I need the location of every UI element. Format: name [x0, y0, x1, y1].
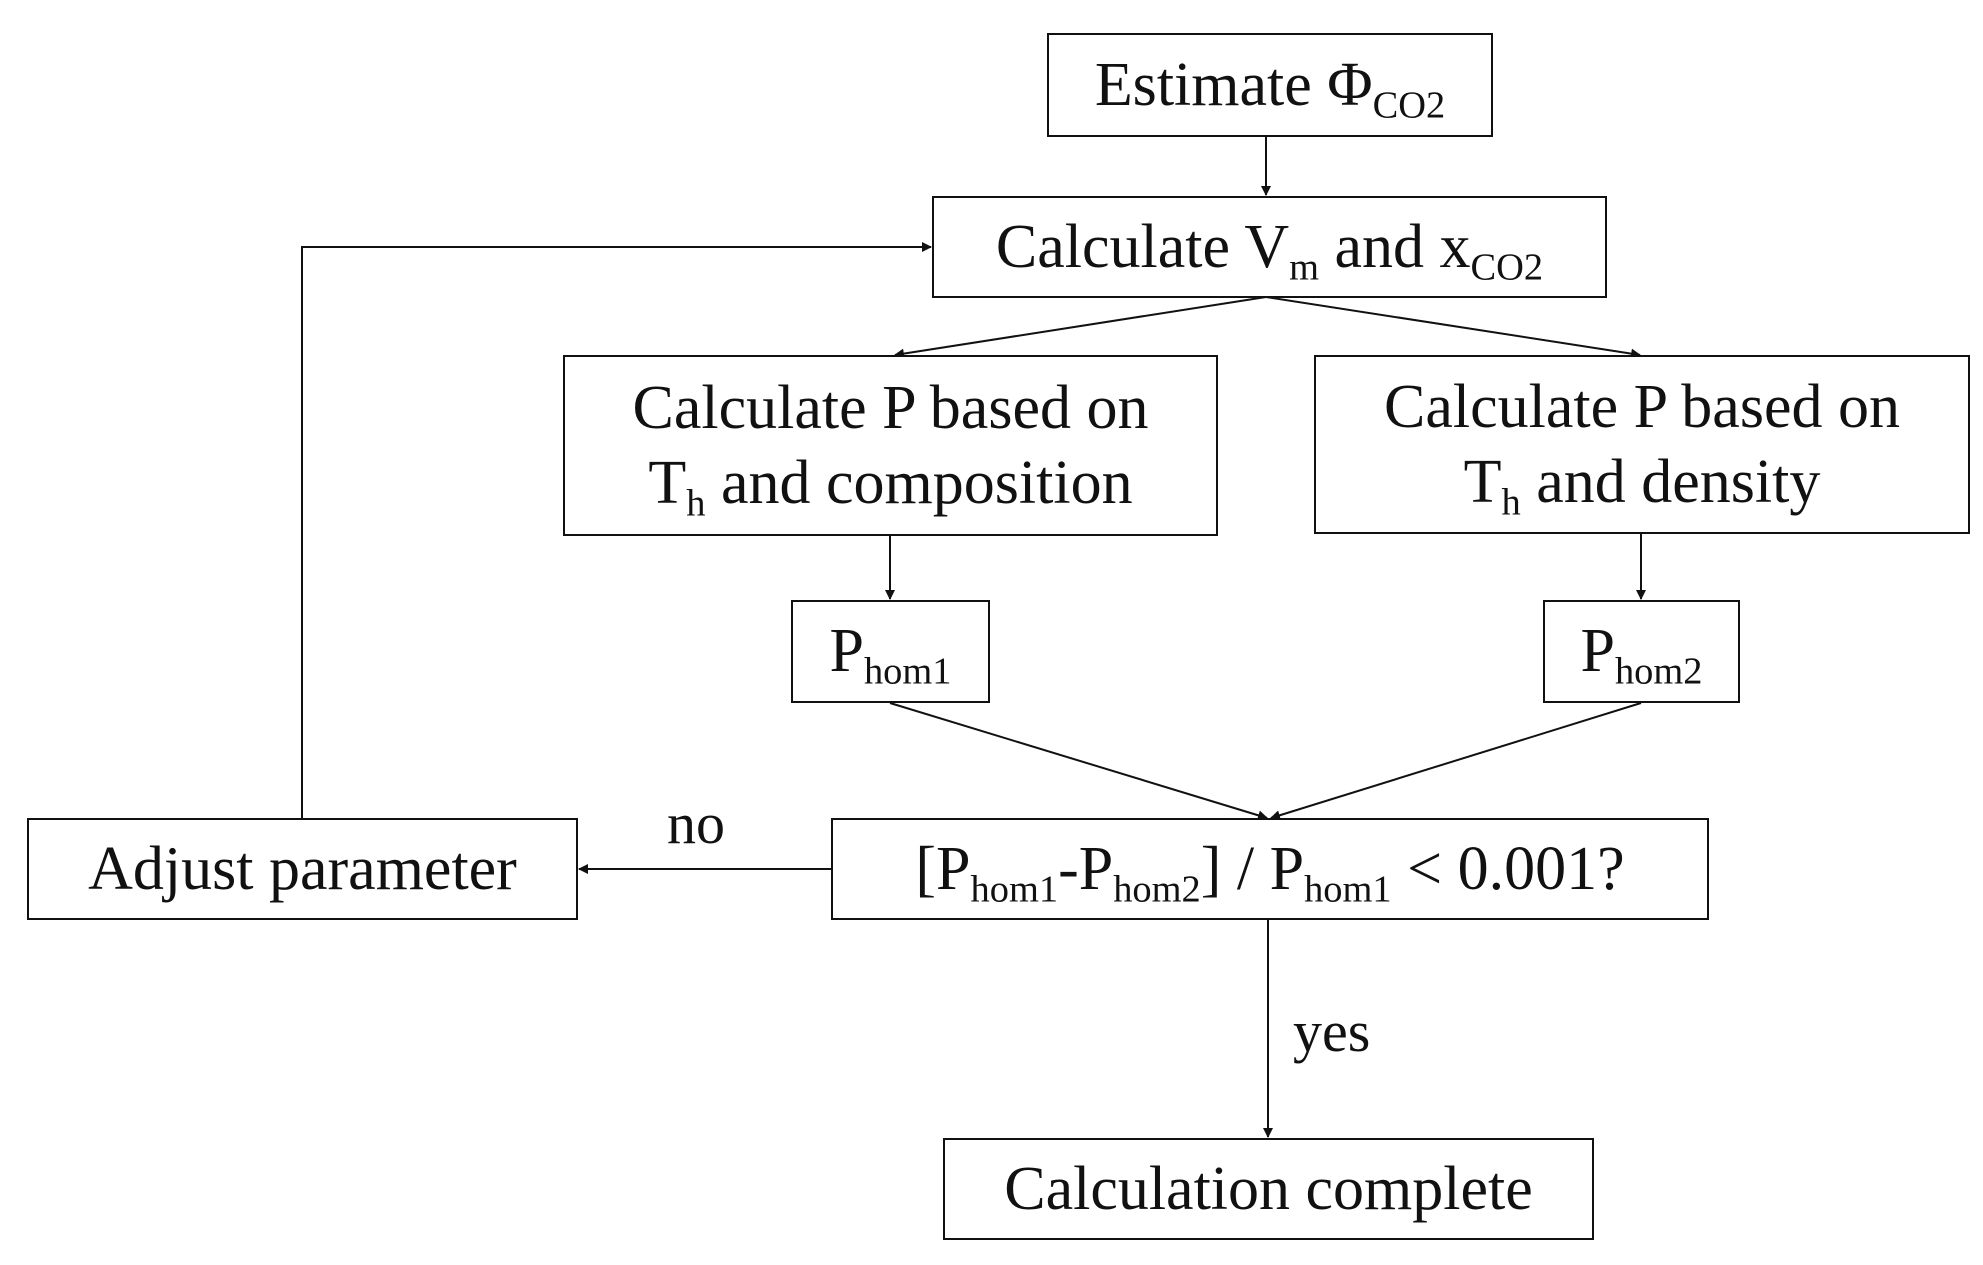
decision-s1: hom1	[970, 868, 1059, 911]
estimate-label: Estimate Φ	[1094, 50, 1373, 119]
no-label: no	[667, 791, 725, 856]
arrow-calc-vm-to-calc-p1	[894, 296, 1267, 359]
arrow-calc-vm-to-calc-p2	[1265, 296, 1641, 359]
calc-p2-sub: h	[1501, 480, 1521, 523]
calc-vm-box: Calculate Vm and xCO2	[932, 196, 1607, 298]
decision-p2: -P	[1058, 834, 1114, 903]
decision-p4: < 0.001?	[1391, 834, 1625, 903]
phom1-label: P	[829, 617, 864, 686]
decision-box: [Phom1-Phom2] / Phom1 < 0.001?	[831, 818, 1709, 920]
complete-label: Calculation complete	[1004, 1154, 1533, 1223]
calc-vm-sub-co2: CO2	[1470, 246, 1544, 289]
phom2-label: P	[1580, 617, 1615, 686]
adjust-box: Adjust parameter	[27, 818, 578, 920]
calc-p1-sub: h	[686, 481, 706, 524]
calc-vm-label-mid: and x	[1319, 212, 1471, 281]
phom2-sub: hom2	[1614, 650, 1703, 693]
arrow-phom2-to-decision	[1270, 702, 1642, 821]
adjust-label: Adjust parameter	[88, 834, 517, 903]
complete-box: Calculation complete	[943, 1138, 1594, 1240]
calc-p2-box: Calculate P based on Th and density	[1314, 355, 1970, 534]
calc-p1-pre: T	[648, 448, 687, 517]
estimate-subscript: CO2	[1372, 84, 1446, 127]
decision-s3: hom1	[1304, 868, 1392, 911]
calc-vm-label-pre: Calculate V	[995, 212, 1290, 281]
arrow-adjust-loop-to-calc-vm	[301, 242, 932, 818]
decision-s2: hom2	[1113, 868, 1201, 911]
arrow-phom1-to-decision	[889, 702, 1268, 821]
calc-p2-pre: T	[1463, 447, 1502, 516]
decision-p3: ] / P	[1200, 834, 1305, 903]
calc-p1-post: and composition	[705, 448, 1133, 517]
decision-p1: [P	[915, 834, 971, 903]
calc-p1-line1: Calculate P based on	[632, 374, 1149, 443]
yes-label: yes	[1293, 999, 1371, 1064]
calc-p2-post: and density	[1520, 447, 1821, 516]
calc-p2-line1: Calculate P based on	[1384, 373, 1900, 442]
estimate-box: Estimate ΦCO2	[1047, 33, 1493, 137]
calc-p1-box: Calculate P based on Th and composition	[563, 355, 1218, 536]
phom1-sub: hom1	[863, 650, 952, 693]
phom1-box: Phom1	[791, 600, 990, 703]
calc-vm-sub-m: m	[1289, 246, 1320, 289]
phom2-box: Phom2	[1543, 600, 1740, 703]
